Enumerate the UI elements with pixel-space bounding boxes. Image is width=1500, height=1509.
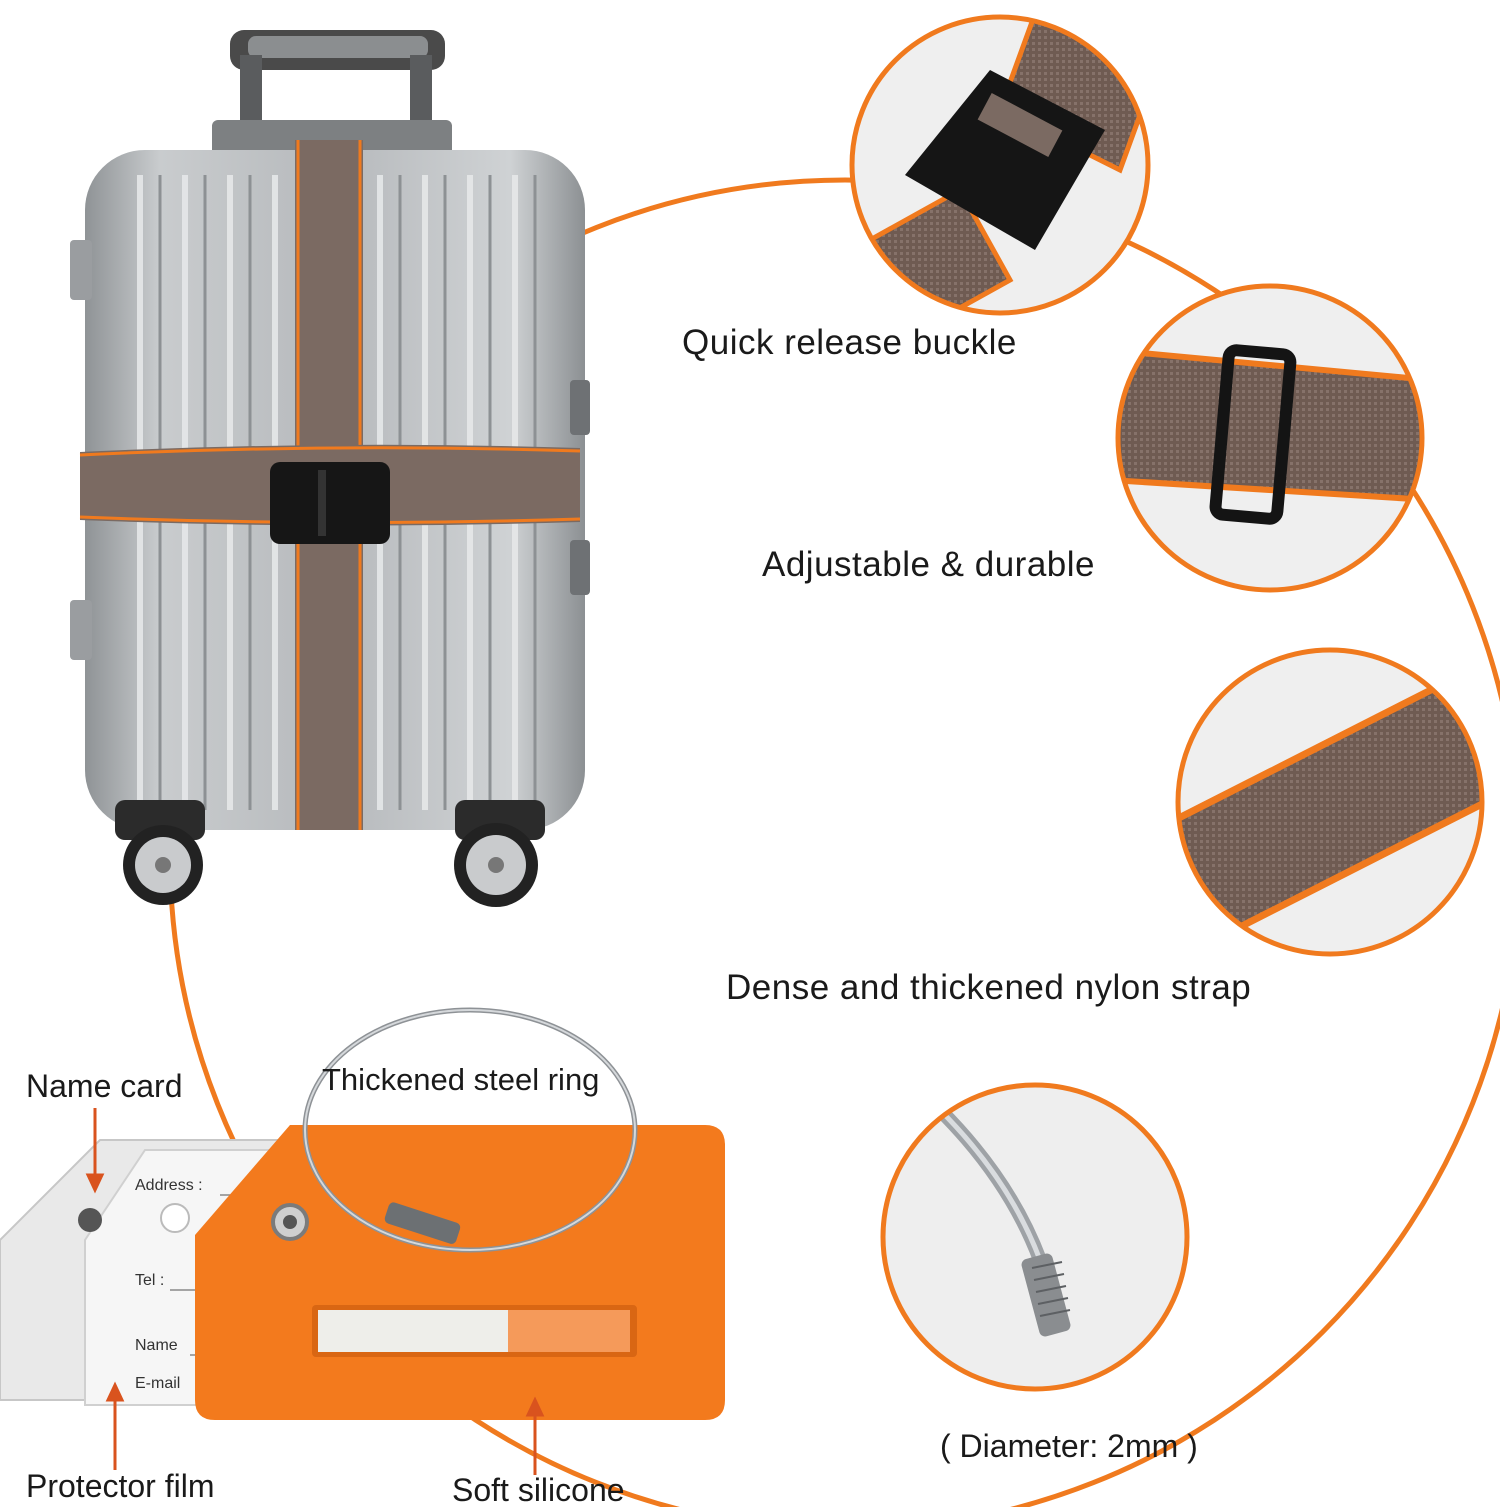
feature-nylon-label: Dense and thickened nylon strap [726,968,1252,1007]
feature-buckle-label: Quick release buckle [682,323,1017,362]
card-address-field: Address : [135,1177,203,1194]
protector-film-label: Protector film [26,1468,215,1504]
name-card-label: Name card [26,1068,183,1104]
strap-icon [1175,647,1485,957]
soft-silicone-label: Soft silicone [452,1472,625,1508]
card-tel-field: Tel : [135,1272,165,1289]
steel-ring-label: Thickened steel ring [322,1062,600,1097]
feature-diameter-label: ( Diameter: 2mm ) [940,1428,1198,1464]
luggage-tag-icon [0,1007,725,1420]
steel-cable-icon [880,1082,1190,1392]
buckle-icon [849,14,1151,316]
pointer-lines [85,1108,545,1475]
slider-buckle-icon [1115,283,1425,593]
card-email-field: E-mail [135,1375,181,1392]
suitcase-icon [70,30,590,907]
feature-adjustable-label: Adjustable & durable [762,545,1095,584]
card-name-field: Name [135,1337,178,1354]
